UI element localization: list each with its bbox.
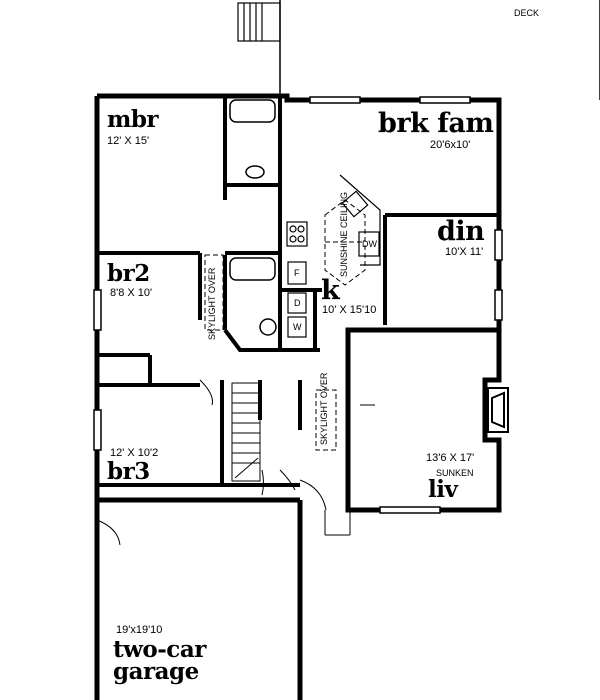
- room-name-brk-fam: brk fam: [378, 108, 494, 139]
- skylight-label-2: SKYLIGHT OVER: [319, 372, 329, 445]
- room-name-mbr: mbr: [107, 106, 159, 133]
- fridge-label: F: [294, 268, 300, 278]
- room-name-garage-line2: garage: [113, 658, 199, 685]
- bathroom-fixtures: [229, 99, 277, 336]
- interior-walls: [97, 96, 499, 487]
- sunshine-ceiling: [324, 199, 366, 286]
- room-size-garage: 19'x19'10: [116, 624, 163, 636]
- room-name-br3: br3: [107, 458, 150, 485]
- room-size-brk-fam: 20'6x10': [430, 139, 471, 151]
- skylights: [204, 254, 337, 451]
- washer-label: W: [293, 322, 302, 332]
- room-note-liv: SUNKEN: [436, 468, 474, 478]
- room-name-kitchen: k: [321, 275, 340, 306]
- room-size-din: 10'X 11': [445, 246, 484, 258]
- room-size-br2: 8'8 X 10': [110, 287, 153, 299]
- interior-stairs: [231, 382, 261, 482]
- dryer-label: D: [294, 298, 301, 308]
- room-size-mbr: 12' X 15': [107, 135, 150, 147]
- windows: [93, 96, 503, 514]
- room-name-garage-line1: two-car: [113, 636, 206, 663]
- sunshine-ceiling-label: SUNSHINE CEILING: [339, 191, 349, 277]
- room-size-liv: 13'6 X 17': [426, 452, 475, 464]
- skylight-label-1: SKYLIGHT OVER: [207, 267, 217, 340]
- room-size-br3: 12' X 10'2: [110, 447, 159, 459]
- room-name-din: din: [437, 216, 485, 247]
- room-size-kitchen: 10' X 15'10: [322, 304, 377, 316]
- deck-stairs: [237, 2, 281, 42]
- fireplace: [487, 387, 509, 433]
- dishwasher-label: DW: [362, 239, 377, 249]
- deck: [279, 0, 600, 100]
- kitchen-fixtures: [286, 174, 381, 338]
- room-name-br2: br2: [107, 260, 150, 287]
- doors: [96, 360, 375, 546]
- room-name-liv: liv: [428, 476, 458, 503]
- deck-label: DECK: [514, 8, 540, 18]
